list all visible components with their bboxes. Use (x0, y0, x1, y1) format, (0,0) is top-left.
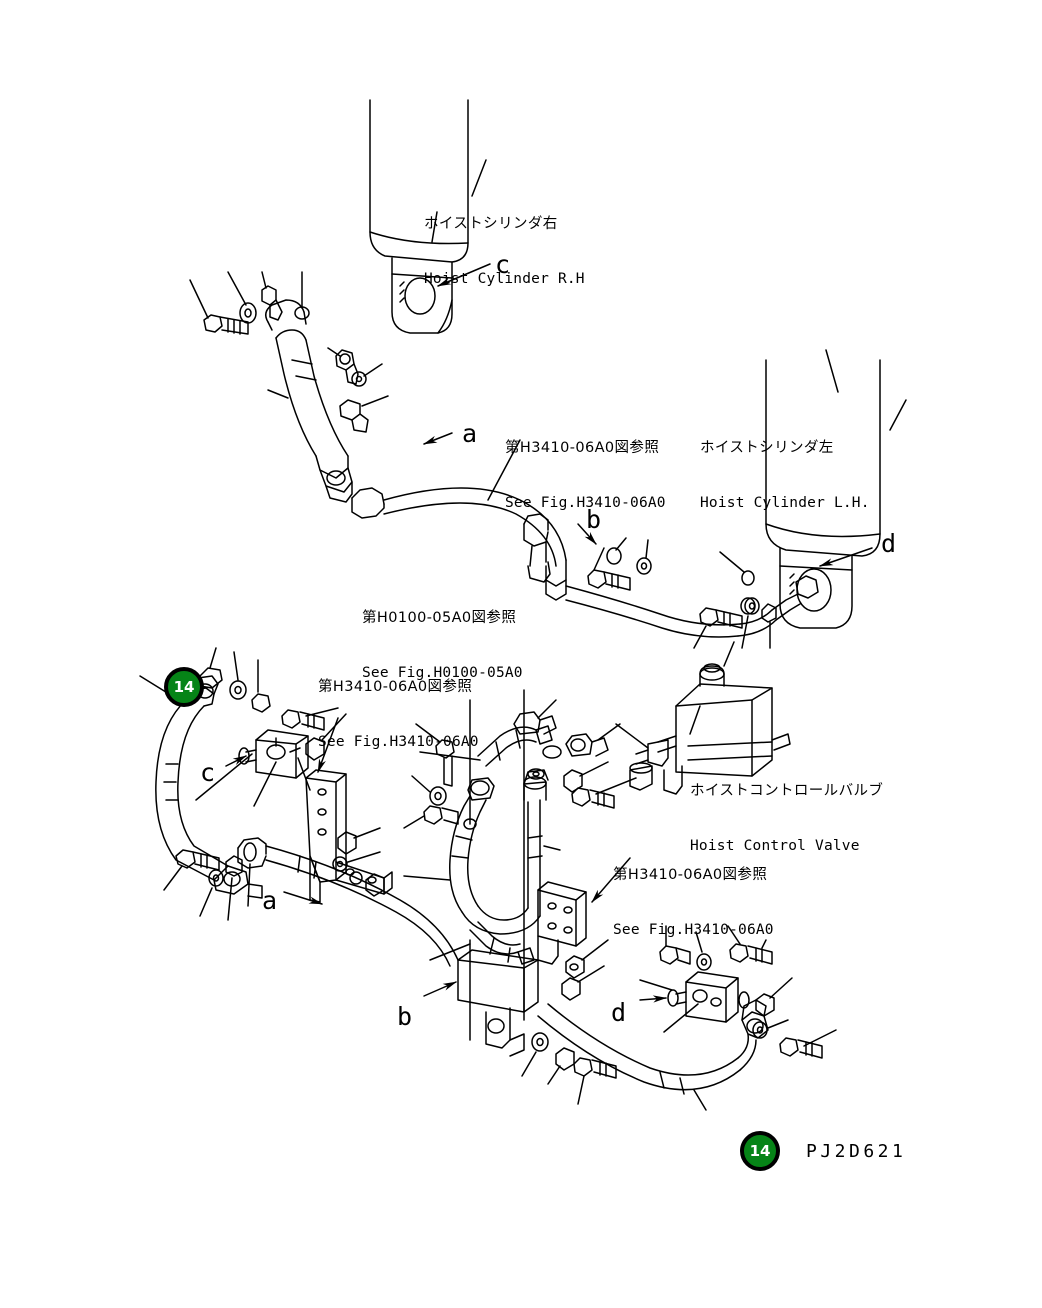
callout-c-upper: c (495, 250, 511, 279)
hose-u-center (449, 768, 549, 935)
fastener-center-right (563, 761, 637, 809)
hoist-cylinder-rh-body (369, 99, 469, 263)
label-see-fig-h0100-en: See Fig.H0100-05A0 (362, 664, 523, 681)
page-badge-bottom: 14 (740, 1131, 780, 1171)
label-see-fig-lower-en: See Fig.H3410-06A0 (613, 921, 774, 938)
fastener-row-left-upper (197, 647, 339, 731)
label-hoist-control-valve-en: Hoist Control Valve (690, 837, 860, 854)
clamp-mid-upper (335, 349, 359, 385)
stud-center-left (463, 699, 477, 830)
label-hoist-cylinder-rh: ホイストシリンダ右 Hoist Cylinder R.H (424, 178, 585, 325)
callout-a-upper: a (462, 419, 478, 448)
tube-lower-left (237, 837, 459, 967)
hoist-cylinder-lh-body (765, 359, 881, 557)
fastener-cluster-lower-left (163, 842, 257, 921)
fastener-center-left (403, 723, 459, 829)
fastener-cluster-bottom-right (659, 925, 837, 1059)
hoist-cylinder-rh-clevis (391, 257, 453, 334)
fastener-cluster-upper-right (587, 537, 777, 649)
hose-bottom-right (537, 999, 769, 1095)
washer-upper-left (239, 302, 257, 324)
label-see-fig-h3410-06a0-upper: 第H3410-06A0図参照 See Fig.H3410-06A0 (505, 402, 666, 549)
label-see-fig-h0100-05a0: 第H0100-05A0図参照 See Fig.H0100-05A0 (362, 572, 523, 719)
saddle-center-top (477, 725, 553, 767)
label-see-fig-upper-jp: 第H3410-06A0図参照 (505, 439, 660, 456)
elbow-fitting-upper-left (261, 285, 283, 321)
label-see-fig-upper-en: See Fig.H3410-06A0 (505, 494, 666, 511)
clamp-center-top (513, 711, 557, 735)
label-see-fig-h3410-06a0-left: 第H3410-06A0図参照 See Fig.H3410-06A0 (318, 641, 479, 788)
clamp-center-right (565, 723, 621, 757)
label-hoist-cylinder-lh-jp: ホイストシリンダ左 (700, 439, 834, 456)
tube-upper-main (351, 487, 567, 601)
label-see-fig-lower-jp: 第H3410-06A0図参照 (613, 866, 768, 883)
callout-b-lower: b (397, 1002, 413, 1031)
hose-upper-left (265, 299, 353, 503)
washer-mid-upper (351, 371, 367, 387)
saddle-center-bottom (469, 921, 535, 965)
bracket-center-lower (457, 949, 539, 1057)
hose-upper-right (565, 575, 819, 638)
callout-b-upper: b (586, 505, 602, 534)
fastener-below-angle-plate (561, 939, 609, 1001)
valve-block-right (667, 971, 750, 1023)
callout-d-upper: d (881, 529, 897, 558)
page-badge-left: 14 (164, 667, 204, 707)
drawing-number: PJ2D621 (806, 1141, 907, 1162)
callout-c-lower: c (200, 758, 216, 787)
label-see-fig-h3410-06a0-lower: 第H3410-06A0図参照 See Fig.H3410-06A0 (613, 829, 774, 976)
callout-a-lower: a (262, 886, 278, 915)
label-hoist-cylinder-lh: ホイストシリンダ左 Hoist Cylinder L.H. (700, 402, 870, 549)
bolt-upper-left (203, 314, 249, 335)
label-see-fig-left-jp: 第H3410-06A0図参照 (318, 678, 473, 695)
label-see-fig-left-en: See Fig.H3410-06A0 (318, 733, 479, 750)
label-hoist-cylinder-lh-en: Hoist Cylinder L.H. (700, 494, 870, 511)
hoist-control-valve-body (629, 663, 791, 795)
hoist-cylinder-lh-clevis (779, 547, 853, 629)
pin-lh-clevis (719, 551, 760, 615)
valve-block-left (238, 729, 309, 779)
label-see-fig-h0100-jp: 第H0100-05A0図参照 (362, 609, 517, 626)
hose-lower-left-loop (155, 675, 263, 899)
label-hoist-control-valve: ホイストコントロールバルブ Hoist Control Valve (690, 745, 883, 892)
label-hoist-cylinder-rh-en: Hoist Cylinder R.H (424, 270, 585, 287)
tube-drop-fitting (523, 513, 551, 583)
label-hoist-cylinder-rh-jp: ホイストシリンダ右 (424, 215, 558, 232)
callout-d-lower: d (611, 998, 627, 1027)
angle-plate-center (537, 881, 587, 965)
bracket-plate-left (305, 769, 393, 903)
fastener-column-bracket (332, 827, 385, 897)
label-hoist-control-valve-jp: ホイストコントロールバルブ (690, 782, 884, 799)
clamp-lower-upper (339, 399, 369, 433)
